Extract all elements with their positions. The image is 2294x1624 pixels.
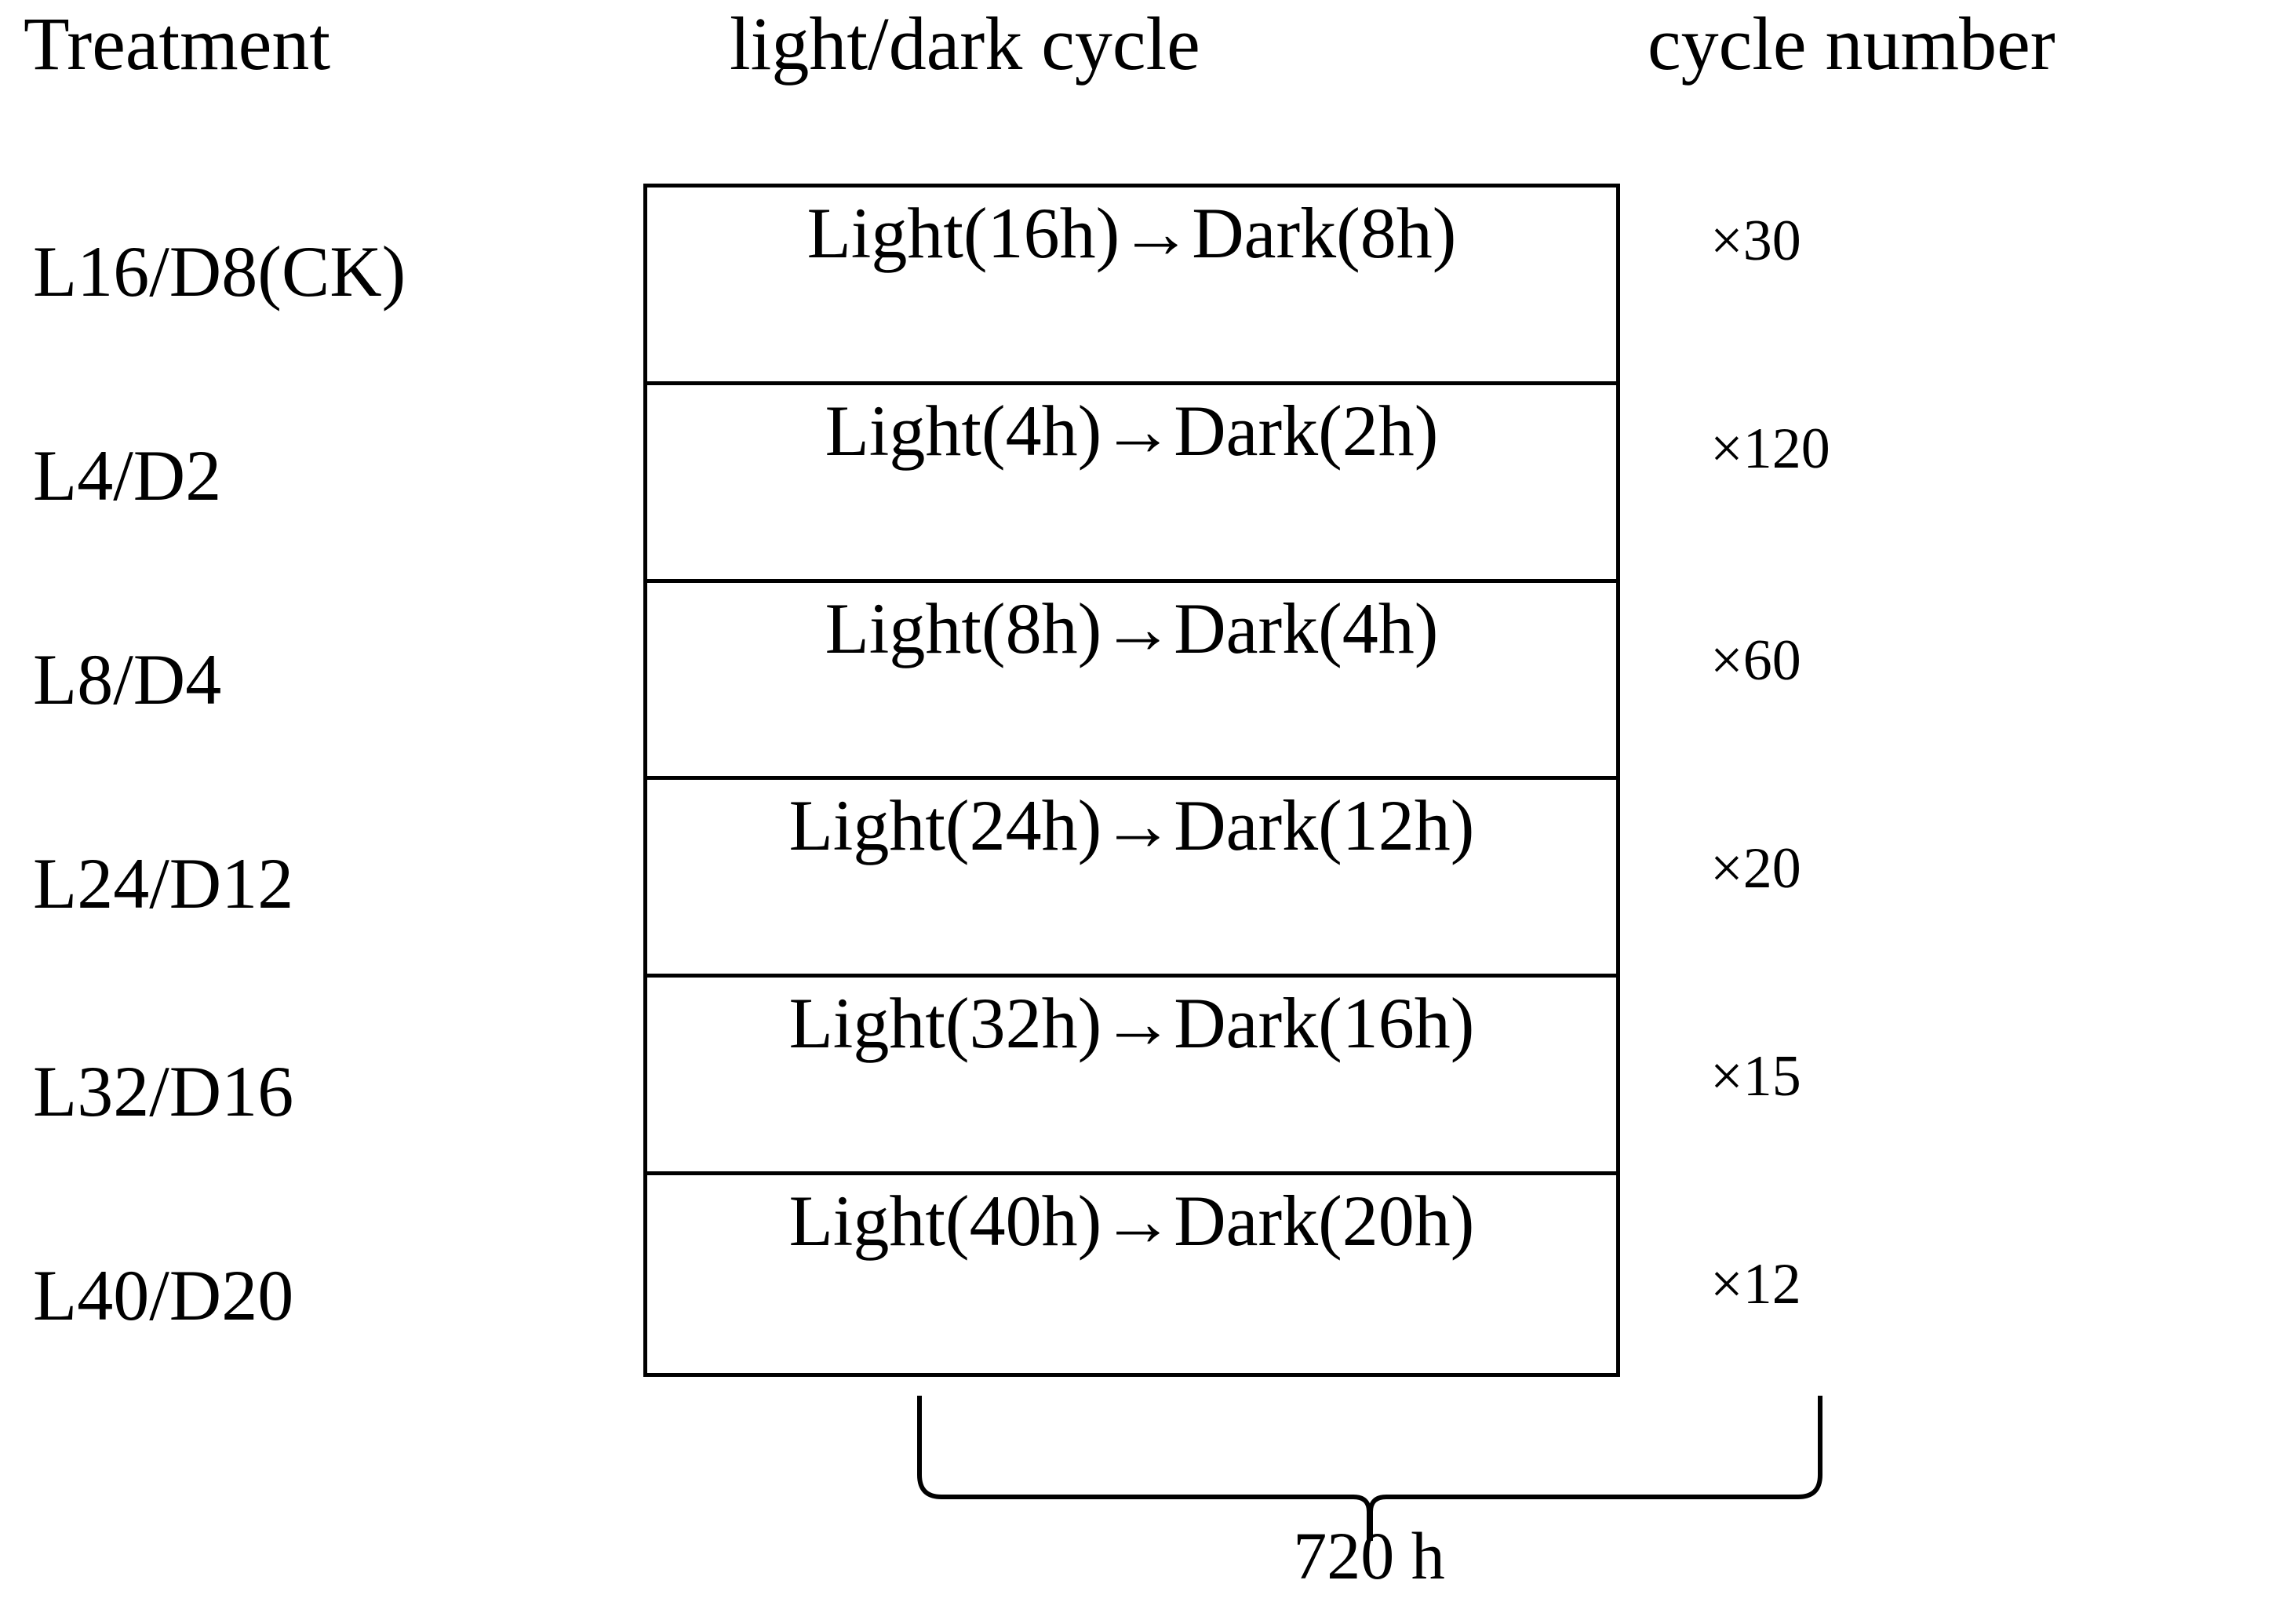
treatment-label: L4/D2: [33, 435, 222, 515]
column-header-light-dark-cycle: light/dark cycle: [730, 2, 1200, 86]
cycle-cell-text: Light(32h)→Dark(16h): [788, 983, 1475, 1064]
cycle-cell-text: Light(24h)→Dark(12h): [788, 785, 1475, 866]
cycle-count: ×60: [1710, 628, 1801, 693]
column-header-treatment: Treatment: [24, 2, 331, 86]
column-header-cycle-number: cycle number: [1648, 2, 2055, 86]
table-row: Light(8h)→Dark(4h): [647, 583, 1616, 781]
light-dark-cycle-table: Light(16h)→Dark(8h) Light(4h)→Dark(2h) L…: [643, 184, 1620, 1377]
treatment-label: L8/D4: [33, 639, 222, 719]
cycle-cell-text: Light(40h)→Dark(20h): [788, 1181, 1475, 1262]
table-row: Light(4h)→Dark(2h): [647, 385, 1616, 583]
treatment-label: L24/D12: [33, 843, 294, 923]
cycle-count: ×12: [1710, 1252, 1801, 1316]
table-row: Light(32h)→Dark(16h): [647, 978, 1616, 1176]
cycle-count: ×30: [1710, 209, 1801, 273]
table-row: Light(40h)→Dark(20h): [647, 1175, 1616, 1373]
treatment-label: L40/D20: [33, 1255, 294, 1335]
cycle-cell-text: Light(16h)→Dark(8h): [807, 193, 1457, 273]
cycle-count: ×15: [1710, 1044, 1801, 1109]
table-row: Light(24h)→Dark(12h): [647, 780, 1616, 978]
cycle-count: ×120: [1710, 417, 1830, 481]
duration-label: 720 h: [1293, 1518, 1445, 1593]
cycle-cell-text: Light(4h)→Dark(2h): [825, 390, 1439, 471]
brace-icon: [917, 1396, 1822, 1541]
treatment-label: L32/D16: [33, 1051, 294, 1131]
cycle-cell-text: Light(8h)→Dark(4h): [825, 588, 1439, 668]
duration-brace: [902, 1393, 1836, 1542]
cycle-count: ×20: [1710, 836, 1801, 901]
treatment-label: L16/D8(CK): [33, 231, 406, 311]
table-row: Light(16h)→Dark(8h): [647, 188, 1616, 385]
